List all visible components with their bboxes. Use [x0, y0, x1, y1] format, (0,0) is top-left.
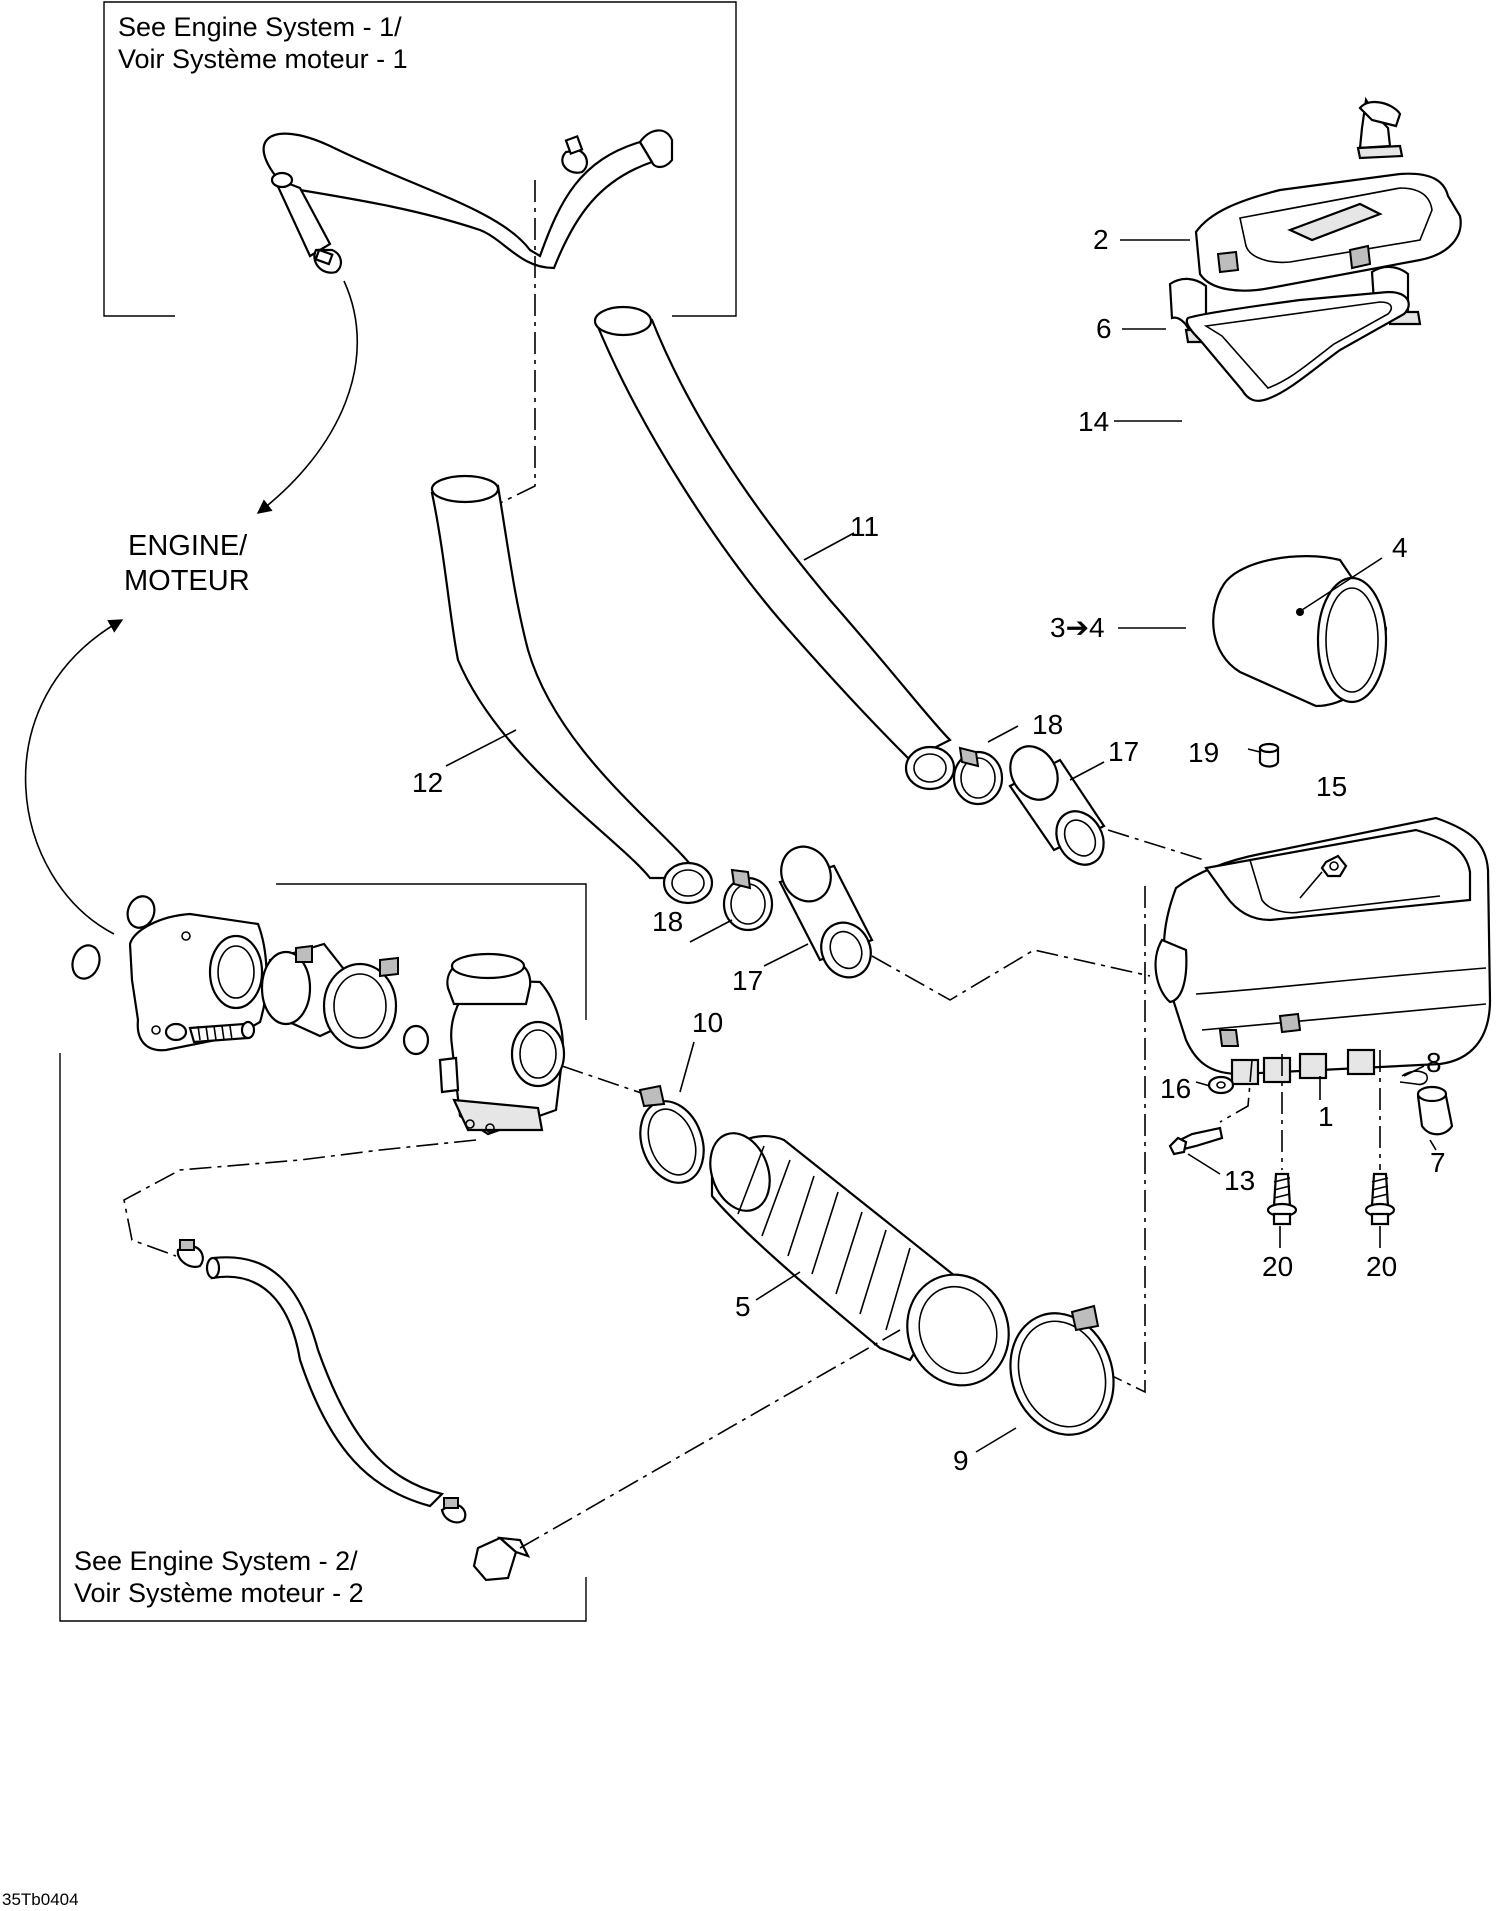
reference-frame-top: See Engine System - 1/ Voir Système mote… — [103, 1, 737, 317]
engine-label-line1: ENGINE/ — [128, 530, 248, 562]
o-ring-upper — [126, 895, 156, 929]
callout-1: 1 — [1318, 1101, 1334, 1132]
plug-19 — [1258, 742, 1280, 768]
callout-9: 9 — [953, 1445, 969, 1476]
nut-15 — [1320, 854, 1348, 878]
leader-lines — [445, 239, 1437, 1453]
callout-7: 7 — [1430, 1147, 1446, 1178]
guide-screw13 — [1219, 1059, 1253, 1123]
callout-13: 13 — [1224, 1165, 1255, 1196]
coupler-17-upper — [1008, 745, 1106, 866]
arrow-manifold-to-engine — [24, 619, 124, 935]
callout-2: 2 — [1093, 224, 1109, 255]
reference-top-line2: Voir Système moteur - 1 — [118, 44, 408, 74]
callout-18-lower: 18 — [652, 906, 683, 937]
callout-18-upper: 18 — [1032, 709, 1063, 740]
callout-4: 4 — [1392, 532, 1408, 563]
callout-20-left: 20 — [1262, 1251, 1293, 1282]
screw-13 — [1168, 1126, 1224, 1156]
callout-12: 12 — [412, 767, 443, 798]
callout-15: 15 — [1316, 771, 1347, 802]
guide-hose12-to-airbox — [871, 949, 1151, 1001]
guide-vent-hose-to-tube5 — [519, 1329, 901, 1549]
clip-top — [1356, 96, 1404, 160]
engine-label: ENGINE/ MOTEUR — [124, 530, 250, 597]
reference-top-line1: See Engine System - 1/ — [118, 12, 402, 42]
callout-6: 6 — [1096, 313, 1112, 344]
callout-17-lower: 17 — [732, 965, 763, 996]
callout-3-to-4: 3➔4 — [1050, 612, 1105, 643]
vent-hose-bottom — [176, 1239, 531, 1582]
reference-bottom-line1: See Engine System - 2/ — [74, 1546, 358, 1576]
callout-5: 5 — [735, 1291, 751, 1322]
callout-10: 10 — [692, 1007, 723, 1038]
reference-bottom-line2: Voir Système moteur - 2 — [74, 1578, 364, 1608]
intake-tube-5 — [709, 1132, 1010, 1387]
callout-19: 19 — [1188, 737, 1219, 768]
callout-14: 14 — [1078, 406, 1109, 437]
screw-20-right — [1364, 1172, 1396, 1226]
callout-20-right: 20 — [1366, 1251, 1397, 1282]
callout-17-upper: 17 — [1108, 736, 1139, 767]
engine-label-line2: MOTEUR — [124, 565, 250, 597]
clamp-18-lower — [722, 868, 774, 932]
callout-11: 11 — [850, 511, 879, 542]
guide-hose11-to-airbox — [1107, 829, 1205, 861]
hose-11 — [593, 305, 956, 791]
airbox-lid-2 — [1194, 172, 1462, 292]
hose-12 — [430, 474, 714, 905]
clamp-18-upper — [952, 746, 1004, 806]
guide-carb-to-clamp10 — [561, 1065, 651, 1097]
figure-code: 35Tb0404 — [2, 1890, 79, 1909]
guide-carb-to-vent-hose — [123, 1139, 477, 1257]
carb-adaptor-boot — [260, 942, 399, 1050]
coupler-17-lower — [778, 845, 874, 979]
drain-cap-7 — [1416, 1085, 1454, 1136]
callouts: 2 6 14 4 3➔4 11 12 18 17 19 15 18 17 10 … — [412, 224, 1446, 1476]
washer-16 — [1207, 1075, 1235, 1095]
callout-8: 8 — [1426, 1047, 1442, 1078]
intake-manifold — [128, 912, 268, 1052]
guide-top-hose-to-hose12 — [489, 180, 536, 509]
screw-20-left — [1266, 1172, 1298, 1226]
carburetor — [402, 952, 566, 1136]
gasket-14 — [1185, 290, 1410, 402]
clamp-10 — [638, 1084, 705, 1184]
arrow-top-hose-to-engine — [256, 280, 359, 514]
air-filter-4 — [1212, 555, 1388, 708]
drain-clamp-8 — [1399, 1070, 1429, 1086]
vent-hose-top — [262, 129, 674, 274]
manifold-bolt — [164, 1020, 256, 1044]
guide-airbox-to-clamp9 — [1099, 886, 1146, 1394]
reference-frame-bottom: See Engine System - 2/ Voir Système mote… — [59, 883, 587, 1622]
o-ring-lower — [71, 944, 101, 980]
clamp-9 — [1009, 1304, 1115, 1436]
airbox-1 — [1154, 816, 1492, 1086]
callout-16: 16 — [1160, 1073, 1191, 1104]
